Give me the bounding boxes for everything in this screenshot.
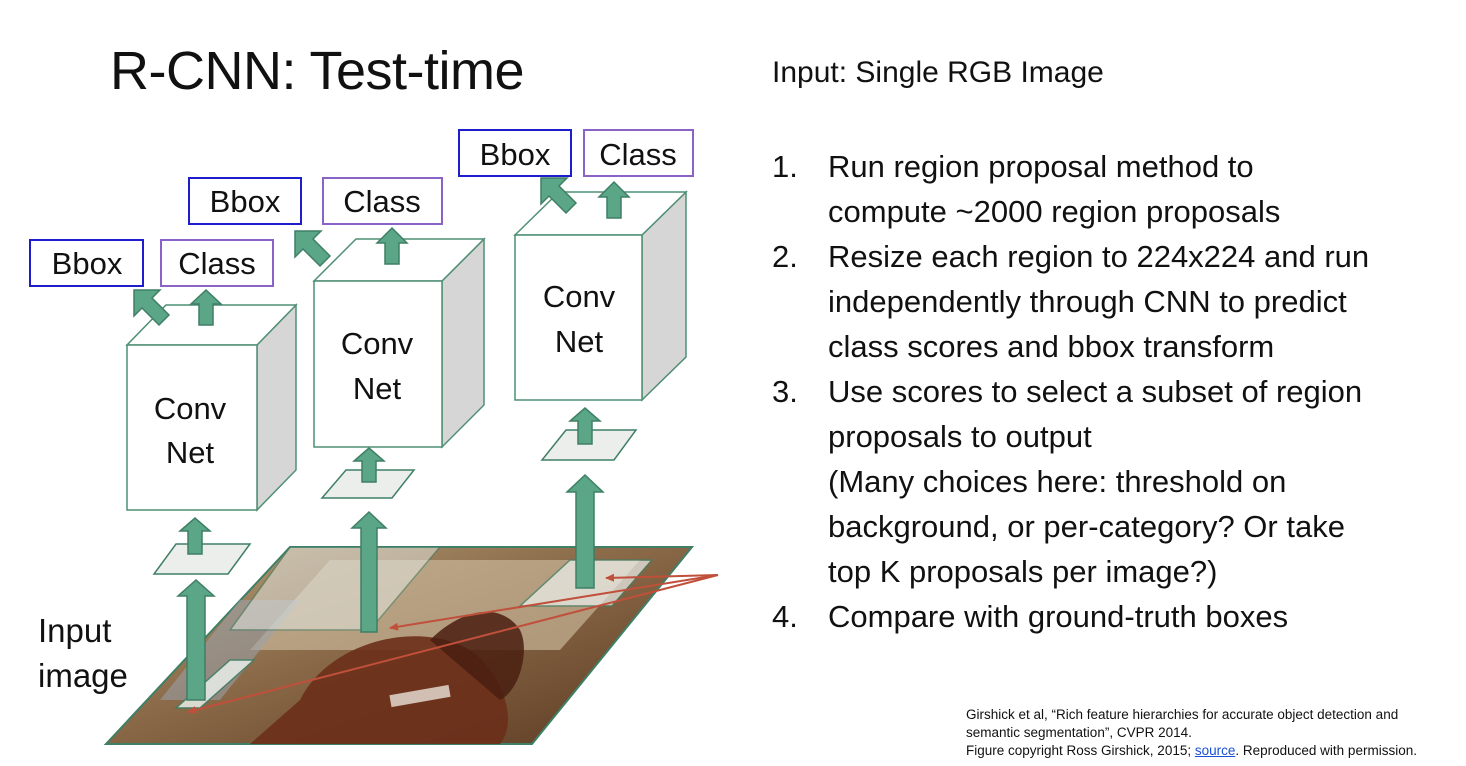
step-number: 1.: [772, 149, 798, 184]
column-3: Conv Net Bbox Class: [458, 129, 694, 589]
step-text: compute ~2000 region proposals: [828, 194, 1281, 229]
citation-text: Figure copyright Ross Girshick, 2015;: [966, 743, 1195, 758]
conv-net-label: Net: [166, 435, 215, 470]
up-arrow: [350, 510, 388, 633]
cube-front: [313, 280, 443, 448]
cube-front: [514, 234, 643, 401]
step-text: Run region proposal method to: [828, 149, 1254, 184]
bbox-label: Bbox: [210, 184, 281, 219]
bbox-arrow: [133, 289, 171, 327]
class-label: Class: [178, 246, 256, 281]
bbox-label: Bbox: [52, 246, 123, 281]
step-text: top K proposals per image?): [828, 554, 1218, 589]
rcnn-diagram: Conv Net Bbox Class Conv Net Bbox Class: [29, 129, 719, 745]
bbox-output-box: [188, 177, 302, 225]
column-1: Conv Net Bbox Class: [29, 239, 298, 701]
citation: Girshick et al, “Rich feature hierarchie…: [966, 706, 1417, 760]
step-item: 4. Compare with ground-truth boxes: [772, 594, 1452, 639]
class-output-box: [160, 239, 274, 287]
warped-region: [152, 543, 252, 575]
step-item: 2. Resize each region to 224x224 and run…: [772, 234, 1452, 369]
input-description: Input: Single RGB Image: [772, 56, 1104, 89]
conv-net-label: Net: [555, 324, 604, 359]
bbox-output-box: [29, 239, 144, 287]
class-label: Class: [599, 137, 677, 172]
step-text: proposals to output: [828, 419, 1092, 454]
class-arrow: [597, 180, 631, 219]
step-text: background, or per-category? Or take: [828, 509, 1345, 544]
conv-net-label: Conv: [543, 279, 616, 314]
step-number: 4.: [772, 599, 798, 634]
class-arrow: [189, 288, 223, 326]
conv-net-label: Conv: [341, 326, 414, 361]
step-text: Use scores to select a subset of region: [828, 374, 1363, 409]
class-label: Class: [343, 184, 421, 219]
up-arrow: [351, 447, 387, 483]
up-arrow: [565, 473, 605, 589]
citation-text: . Reproduced with permission.: [1235, 743, 1417, 758]
input-image-label: Input: [38, 612, 111, 649]
citation-line: Figure copyright Ross Girshick, 2015; so…: [966, 742, 1417, 760]
step-text: independently through CNN to predict: [828, 284, 1347, 319]
step-item: 1. Run region proposal method to compute…: [772, 144, 1452, 234]
cube-front: [126, 344, 258, 511]
slide-title: R-CNN: Test-time: [110, 41, 525, 101]
bbox-arrow: [294, 230, 332, 268]
source-link[interactable]: source: [1194, 743, 1236, 758]
bbox-output-box: [458, 129, 572, 177]
step-number: 2.: [772, 239, 798, 274]
up-arrow: [177, 517, 213, 555]
warped-region: [540, 429, 638, 461]
warped-region: [320, 469, 416, 499]
step-text: class scores and bbox transform: [828, 329, 1275, 364]
class-output-box: [583, 129, 694, 177]
conv-net-label: Net: [353, 371, 402, 406]
bbox-arrow: [540, 177, 578, 215]
column-2: Conv Net Bbox Class: [188, 177, 486, 633]
class-output-box: [322, 177, 443, 225]
step-number: 3.: [772, 374, 798, 409]
step-text: Resize each region to 224x224 and run: [828, 239, 1370, 274]
bbox-label: Bbox: [480, 137, 551, 172]
proposal-pointer-arrows: [187, 573, 719, 714]
citation-line: semantic segmentation”, CVPR 2014.: [966, 725, 1192, 740]
up-arrow: [176, 578, 216, 701]
steps-list: 1. Run region proposal method to compute…: [772, 144, 1452, 639]
step-text: Compare with ground-truth boxes: [828, 599, 1289, 634]
conv-net-label: Conv: [154, 391, 227, 426]
citation-line: Girshick et al, “Rich feature hierarchie…: [966, 707, 1399, 722]
input-image-label: image: [38, 657, 128, 694]
up-arrow: [567, 407, 603, 445]
class-arrow: [375, 226, 409, 265]
step-item: 3. Use scores to select a subset of regi…: [772, 369, 1452, 594]
step-text: (Many choices here: threshold on: [828, 464, 1287, 499]
